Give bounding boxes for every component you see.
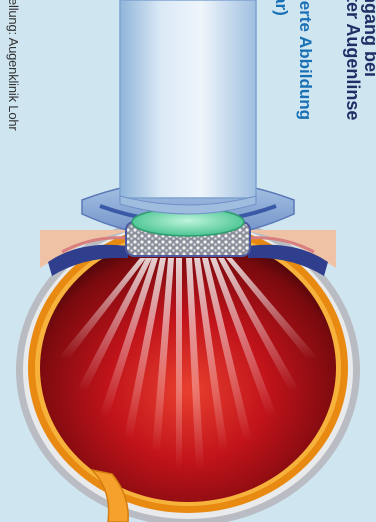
caption-line-4: ar) (273, 0, 290, 16)
caption-line-1: ngang bei (362, 0, 376, 77)
laser-applicator (120, 0, 256, 214)
image-credit: ellung: Augenklinik Lohr (7, 0, 20, 131)
caption-line-2: ter Augenlinse (344, 0, 362, 120)
caption-line-3: ierte Abbildung (297, 0, 314, 120)
